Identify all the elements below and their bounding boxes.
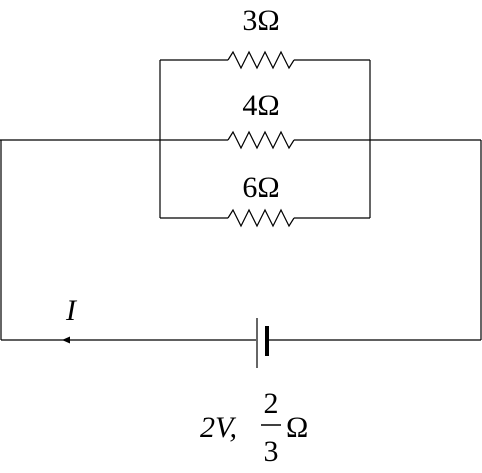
battery (256, 318, 269, 368)
resistor-6-ohm (227, 208, 295, 228)
current-label: I (65, 294, 78, 327)
resistor-3-ohm-label: 3Ω (242, 4, 279, 37)
resistor-4-ohm-label: 4Ω (242, 89, 279, 122)
internal-resistance-unit: Ω (286, 411, 308, 444)
resistor-3-ohm (227, 50, 295, 70)
internal-resistance-denominator: 3 (264, 435, 279, 468)
resistor-3-ohm-branch (160, 50, 370, 70)
resistor-6-ohm-branch (160, 208, 370, 228)
resistor-6-ohm-label: 6Ω (242, 171, 279, 204)
resistor-4-ohm (227, 130, 295, 150)
battery-emf-label: 2V, (200, 411, 237, 444)
resistor-4-ohm-branch (160, 130, 370, 150)
current-arrow-icon (62, 336, 70, 344)
internal-resistance-numerator: 2 (264, 387, 279, 420)
